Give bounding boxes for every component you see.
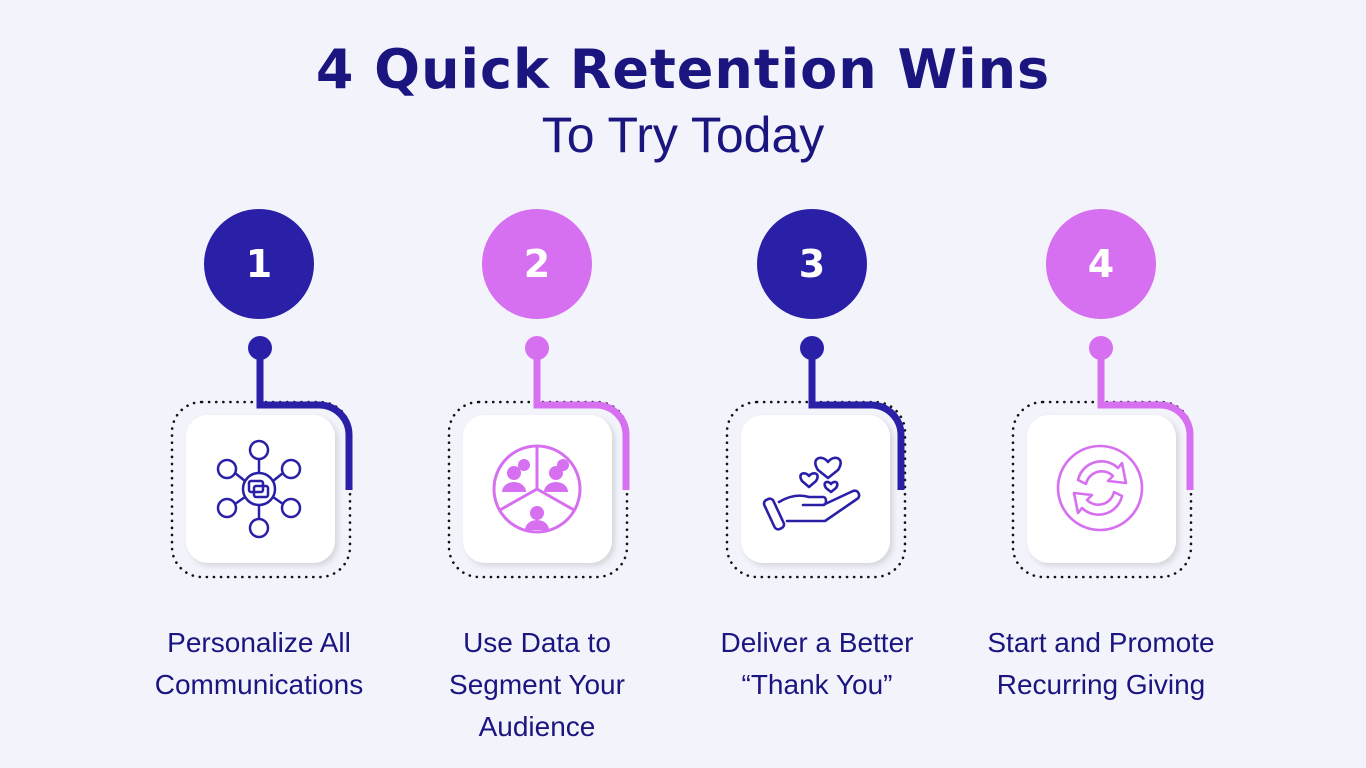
step-label: Personalize All Communications [109, 622, 409, 706]
page-title: 4 Quick Retention Wins [315, 38, 1051, 101]
label-line: Personalize All [167, 627, 351, 658]
hand-hearts-icon [762, 456, 861, 531]
label-line: Recurring Giving [996, 669, 1206, 700]
step-label: Deliver a Better “Thank You” [667, 622, 967, 706]
step-connector-card [725, 336, 907, 579]
step-number-badge: 4 [1046, 209, 1156, 319]
step-connector-card [447, 336, 630, 579]
step-number-badge: 2 [482, 209, 592, 319]
label-line: Deliver a Better [720, 627, 914, 658]
label-line: Audience [478, 711, 596, 742]
label-line: Communications [154, 669, 364, 700]
label-line: Start and Promote [987, 627, 1215, 658]
label-line: “Thank You” [741, 669, 893, 700]
step-number-badge: 3 [757, 209, 867, 319]
audience-segment-pie-icon [492, 444, 582, 534]
step-connector-card [1011, 336, 1194, 579]
step-number-badge: 1 [204, 209, 314, 319]
step-connector-card [170, 336, 353, 579]
label-line: Use Data to [463, 627, 611, 658]
step-label: Use Data to Segment Your Audience [387, 622, 687, 748]
network-chat-icon [216, 439, 302, 539]
step-label: Start and Promote Recurring Giving [951, 622, 1251, 706]
recurring-arrows-icon [1056, 444, 1144, 532]
label-line: Segment Your [449, 669, 625, 700]
page-subtitle: To Try Today [541, 107, 825, 163]
